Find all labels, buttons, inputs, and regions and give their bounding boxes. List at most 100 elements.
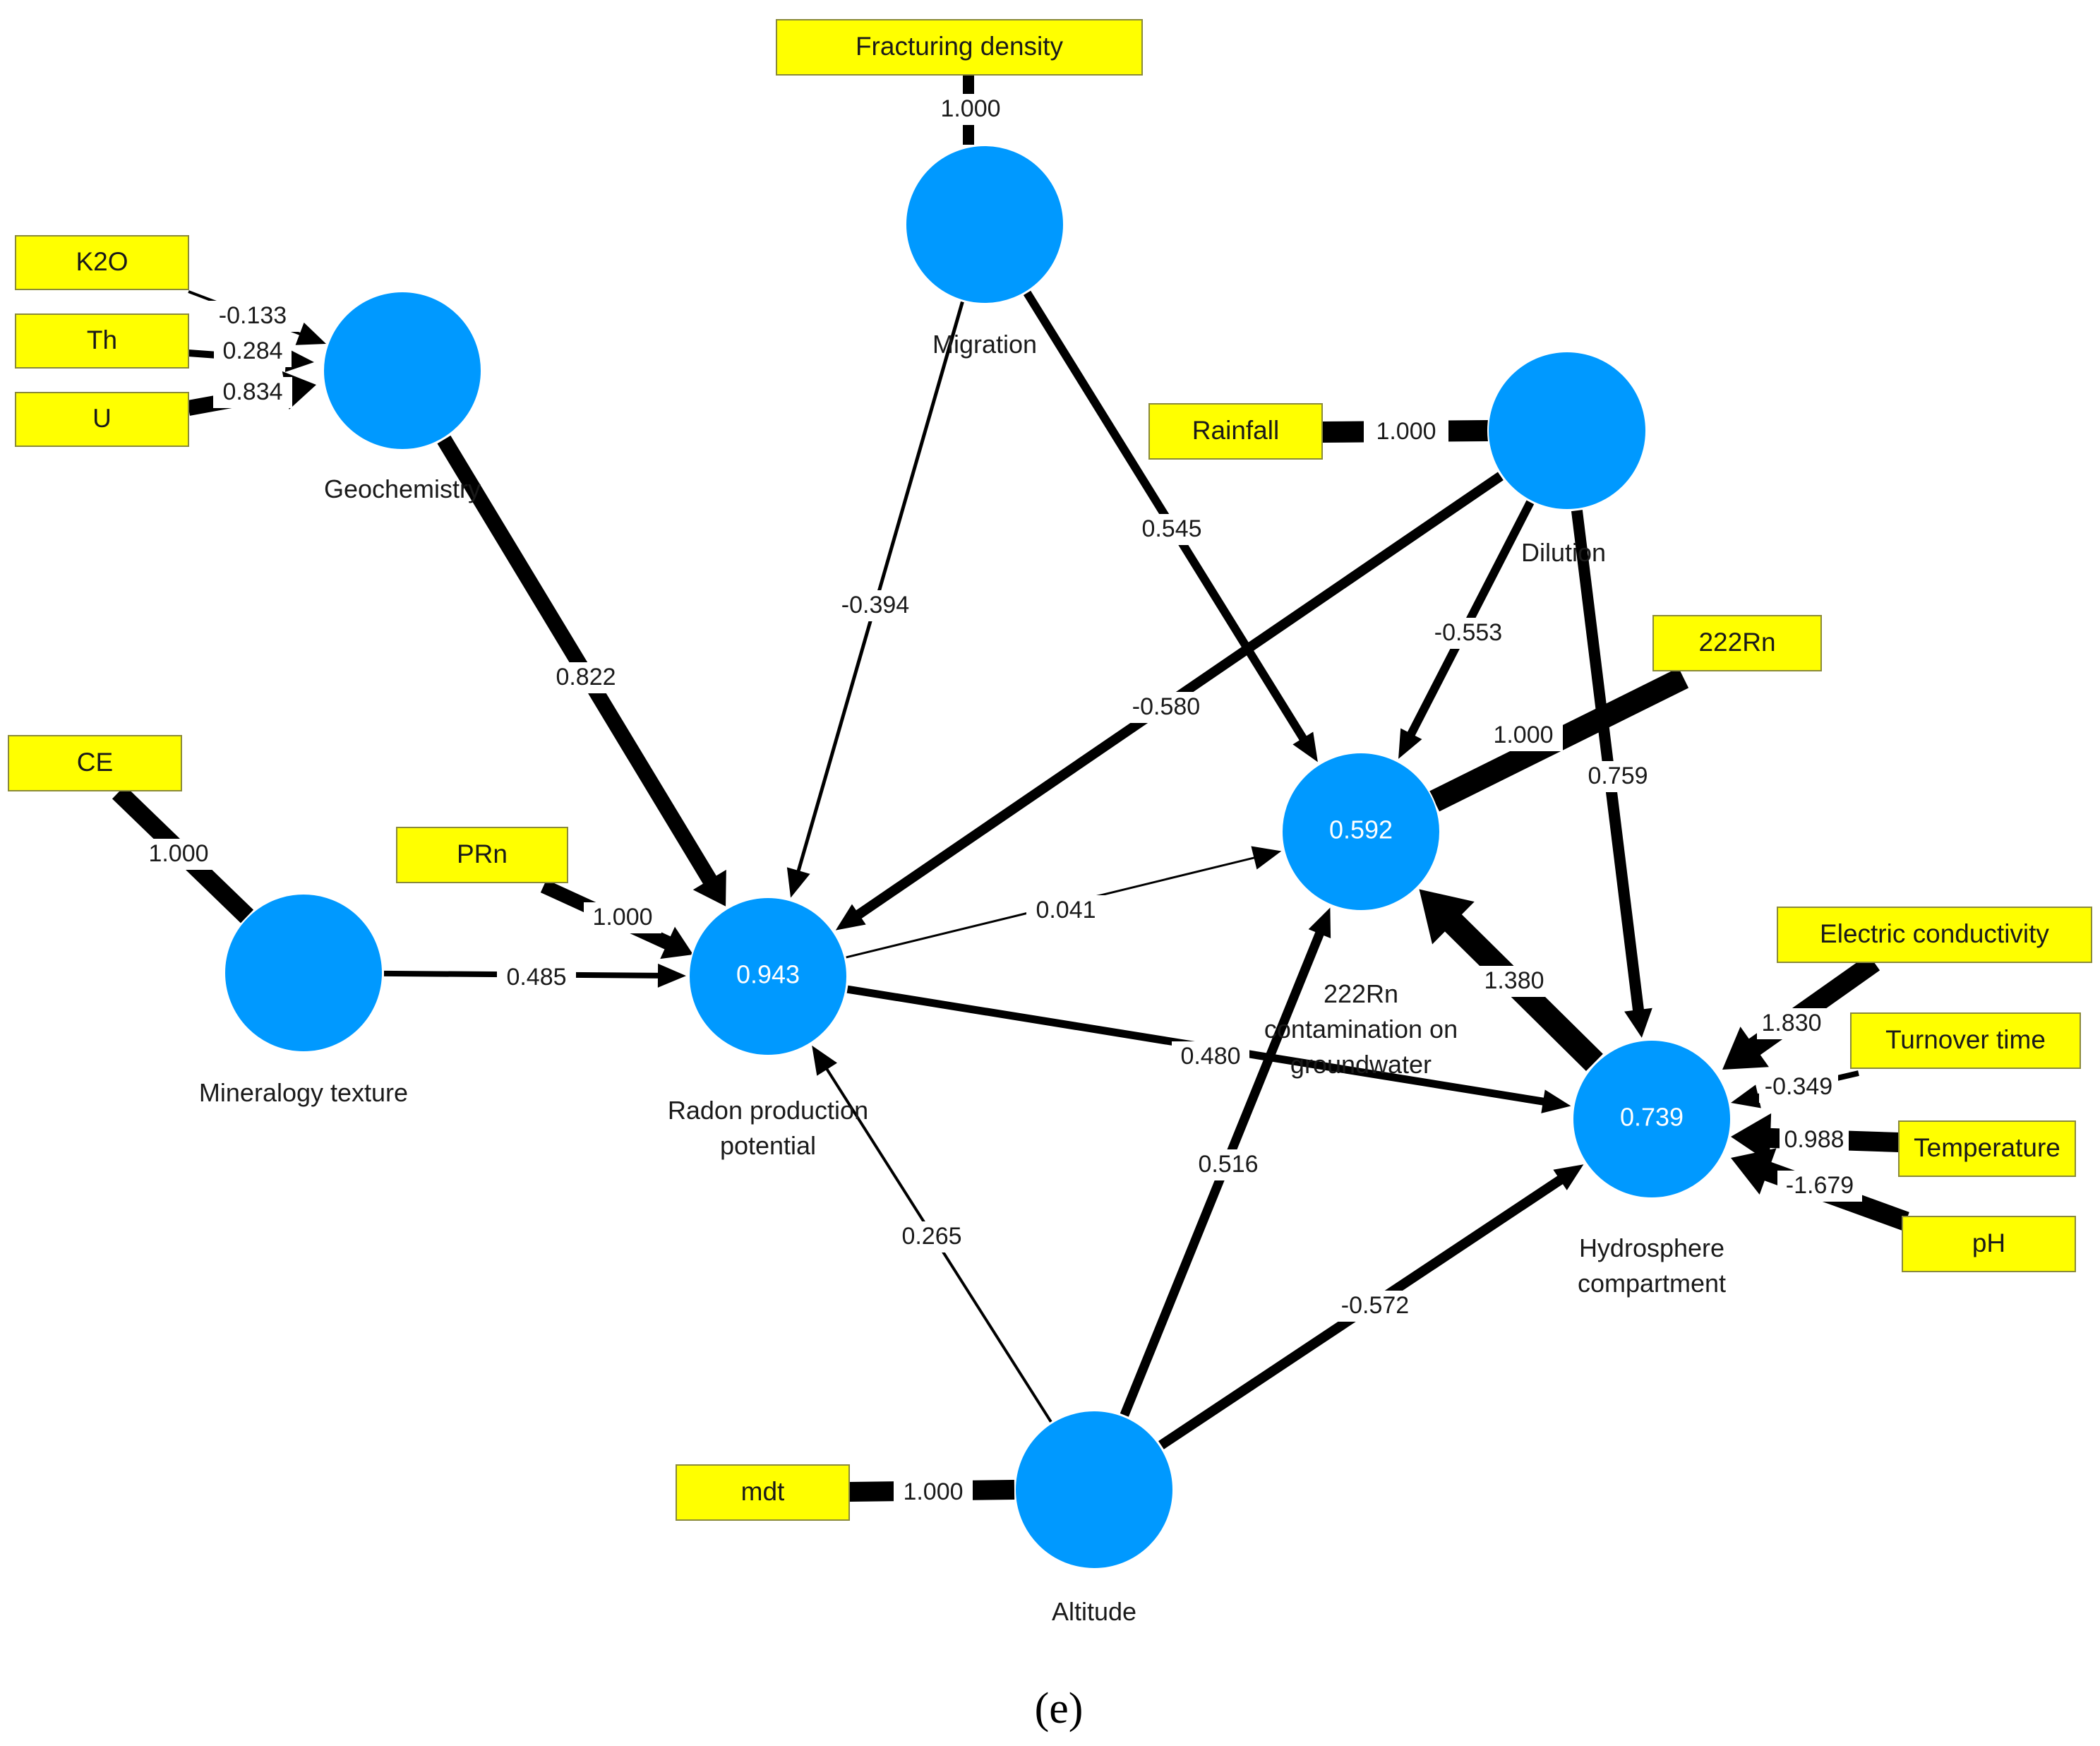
indicator-label: pH [1972,1228,2005,1257]
path-coefficient-dilution-contamination-bg [1424,618,1513,649]
latent-label-geochemistry: Geochemistry [324,474,481,503]
indicator-rn222: 222Rn [1652,615,1822,671]
path-migration-to-radon-line [796,301,964,875]
loading-value-u-bg [213,377,292,408]
loading-value-mdt-text: 1.000 [903,1478,963,1505]
loading-value-mdt: 1.000 [894,1477,973,1508]
latent-label-mineralogy: Mineralogy texture [199,1078,408,1107]
path-coefficient-altitude-radon: 0.265 [892,1221,971,1252]
loading-prn-arrowhead [660,926,693,959]
indicator-label: Th [87,325,117,354]
path-coefficient-hydrosphere-contamination: 1.380 [1475,966,1553,997]
path-coefficient-dilution-hydrosphere-text: 0.759 [1588,763,1648,789]
nodes-layer: GeochemistryMigrationDilutionMineralogy … [199,145,1732,1626]
node-circle [1281,752,1441,911]
path-mineralogy-to-radon-arrowhead [657,963,687,988]
indicator-box [1777,907,2092,963]
path-coefficient-altitude-hydrosphere-text: -0.572 [1341,1292,1409,1319]
loading-value-k2o-bg [207,301,299,332]
loading-value-u-text: 0.834 [222,378,282,405]
loading-ph-arrowhead [1731,1148,1777,1195]
path-coefficient-radon-hydrosphere: 0.480 [1172,1041,1249,1072]
indicator-label: Electric conductivity [1820,919,2049,948]
path-coefficient-migration-radon-bg [831,590,920,621]
indicator-k2o: K2O [15,235,189,290]
indicator-box [1898,1120,2076,1177]
r-squared-value: 0.739 [1620,1103,1684,1132]
path-coefficient-migration-radon: -0.394 [831,590,920,621]
loading-value-prn: 1.000 [584,902,661,933]
node-circle [688,897,848,1056]
indicator-box [1652,615,1822,671]
latent-label-radon: potential [720,1131,816,1160]
indicator-box [676,1464,850,1521]
indicator-label: Fracturing density [856,32,1064,61]
loading-value-fracturing-text: 1.000 [940,95,1000,122]
loading-value-ec-bg [1757,1008,1826,1039]
loading-value-ce: 1.000 [139,839,218,870]
latent-label-contamination: 222Rn [1324,979,1398,1008]
indicator-label: Temperature [1914,1133,2060,1162]
path-coefficient-migration-contamination-bg [1133,514,1211,545]
indicator-label: Turnover time [1885,1025,2046,1054]
path-coefficient-dilution-radon: -0.580 [1122,692,1211,723]
path-coefficient-migration-contamination-text: 0.545 [1141,515,1201,542]
loading-turnover-arrowhead [1731,1084,1761,1108]
path-migration-to-contamination-arrowhead [1292,731,1318,763]
path-coefficient-altitude-hydrosphere-bg [1332,1291,1418,1322]
latent-node-geochemistry [323,291,482,450]
path-geochemistry-to-radon-arrowhead [692,869,726,907]
indicator-fracturing: Fracturing density [776,19,1143,76]
loading-value-th-text: 0.284 [222,337,282,364]
indicator-ce: CE [8,735,182,791]
loading-value-k2o: -0.133 [207,301,299,332]
loading-th-arrowhead [284,348,314,373]
indicator-u: U [15,392,189,447]
loading-value-th: 0.284 [214,336,292,367]
indicator-box [776,19,1143,76]
indicator-label: PRn [457,839,508,868]
loading-value-turnover-bg [1759,1072,1838,1103]
indicator-prn: PRn [396,827,568,883]
indicator-label: Rainfall [1192,416,1279,445]
node-circle [905,145,1064,304]
indicator-box [1148,403,1323,460]
loading-k2o-arrowhead [295,322,326,345]
path-altitude-to-contamination-arrowhead [1308,907,1331,938]
loading-value-mdt-bg [894,1477,973,1508]
path-coefficient-radon-contamination: 0.041 [1026,895,1105,926]
loading-temperature-arrowhead [1731,1113,1772,1163]
path-coefficient-altitude-radon-text: 0.265 [901,1223,961,1250]
loading-value-temperature: 0.988 [1780,1125,1849,1156]
path-altitude-to-radon-arrowhead [812,1045,838,1076]
loading-value-ec-text: 1.830 [1761,1010,1821,1036]
loading-value-th-bg [214,336,292,367]
coefficient-labels-layer: 0.822-0.3940.545-0.580-0.5530.7590.4850.… [139,94,1862,1508]
latent-label-dilution: Dilution [1521,538,1606,567]
path-coefficient-migration-radon-text: -0.394 [841,592,909,618]
path-coefficient-geochemistry-radon-text: 0.822 [556,664,616,690]
loading-value-ph: -1.679 [1777,1171,1862,1202]
node-circle [1572,1039,1732,1199]
latent-label-radon: Radon production [668,1096,868,1125]
node-circle [1487,351,1647,510]
path-coefficient-geochemistry-radon: 0.822 [545,662,627,693]
node-circle [323,291,482,450]
r-squared-value: 0.943 [736,960,800,989]
figure-caption: (e) [1035,1685,1084,1733]
loading-value-fracturing: 1.000 [935,94,1006,125]
path-coefficient-hydrosphere-contamination-bg [1475,966,1553,997]
path-coefficient-dilution-radon-text: -0.580 [1132,693,1200,720]
r-squared-value: 0.592 [1329,815,1393,844]
path-coefficient-migration-contamination: 0.545 [1133,514,1211,545]
path-coefficient-radon-contamination-bg [1026,895,1105,926]
loading-value-rainfall-bg [1364,417,1448,448]
loading-value-fracturing-bg [935,94,1006,125]
indicator-label: U [92,404,112,433]
path-radon-to-hydrosphere-arrowhead [1541,1089,1571,1113]
indicator-box [15,313,189,369]
indicator-box [8,735,182,791]
path-coefficient-mineralogy-radon: 0.485 [497,962,576,993]
